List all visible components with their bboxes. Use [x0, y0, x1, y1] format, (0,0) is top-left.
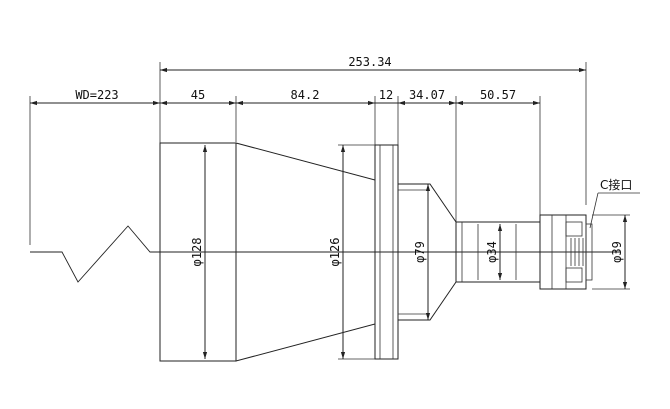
overall-length-label: 253.34	[348, 55, 391, 69]
c-mount	[539, 214, 593, 290]
mount-diameter-label: φ39	[610, 241, 624, 263]
overall-length-dimension: 253.34	[159, 55, 587, 205]
c-mount-label: C接口	[600, 177, 632, 192]
front-barrel-length-label: 45	[191, 88, 205, 102]
lens-body-outline	[159, 142, 593, 362]
flange-length-label: 12	[379, 88, 393, 102]
taper-length-label: 84.2	[291, 88, 320, 102]
tube-diameter-label: φ34	[485, 241, 499, 263]
diameter-dimensions: φ128 φ126 φ79 φ34 φ39	[190, 144, 630, 360]
working-distance-label: WD=223	[75, 88, 118, 102]
c-mount-callout: C接口	[589, 177, 640, 229]
flange-diameter-label: φ126	[328, 238, 342, 267]
mid-section-length-label: 34.07	[409, 88, 445, 102]
segment-dimension-chain: WD=223 45 84.2 12 34.07 50.57	[29, 88, 541, 245]
rear-section-length-label: 50.57	[480, 88, 516, 102]
cone-diameter-label: φ79	[413, 241, 427, 263]
optical-axis	[30, 225, 620, 283]
front-barrel-diameter-label: φ128	[190, 238, 204, 267]
